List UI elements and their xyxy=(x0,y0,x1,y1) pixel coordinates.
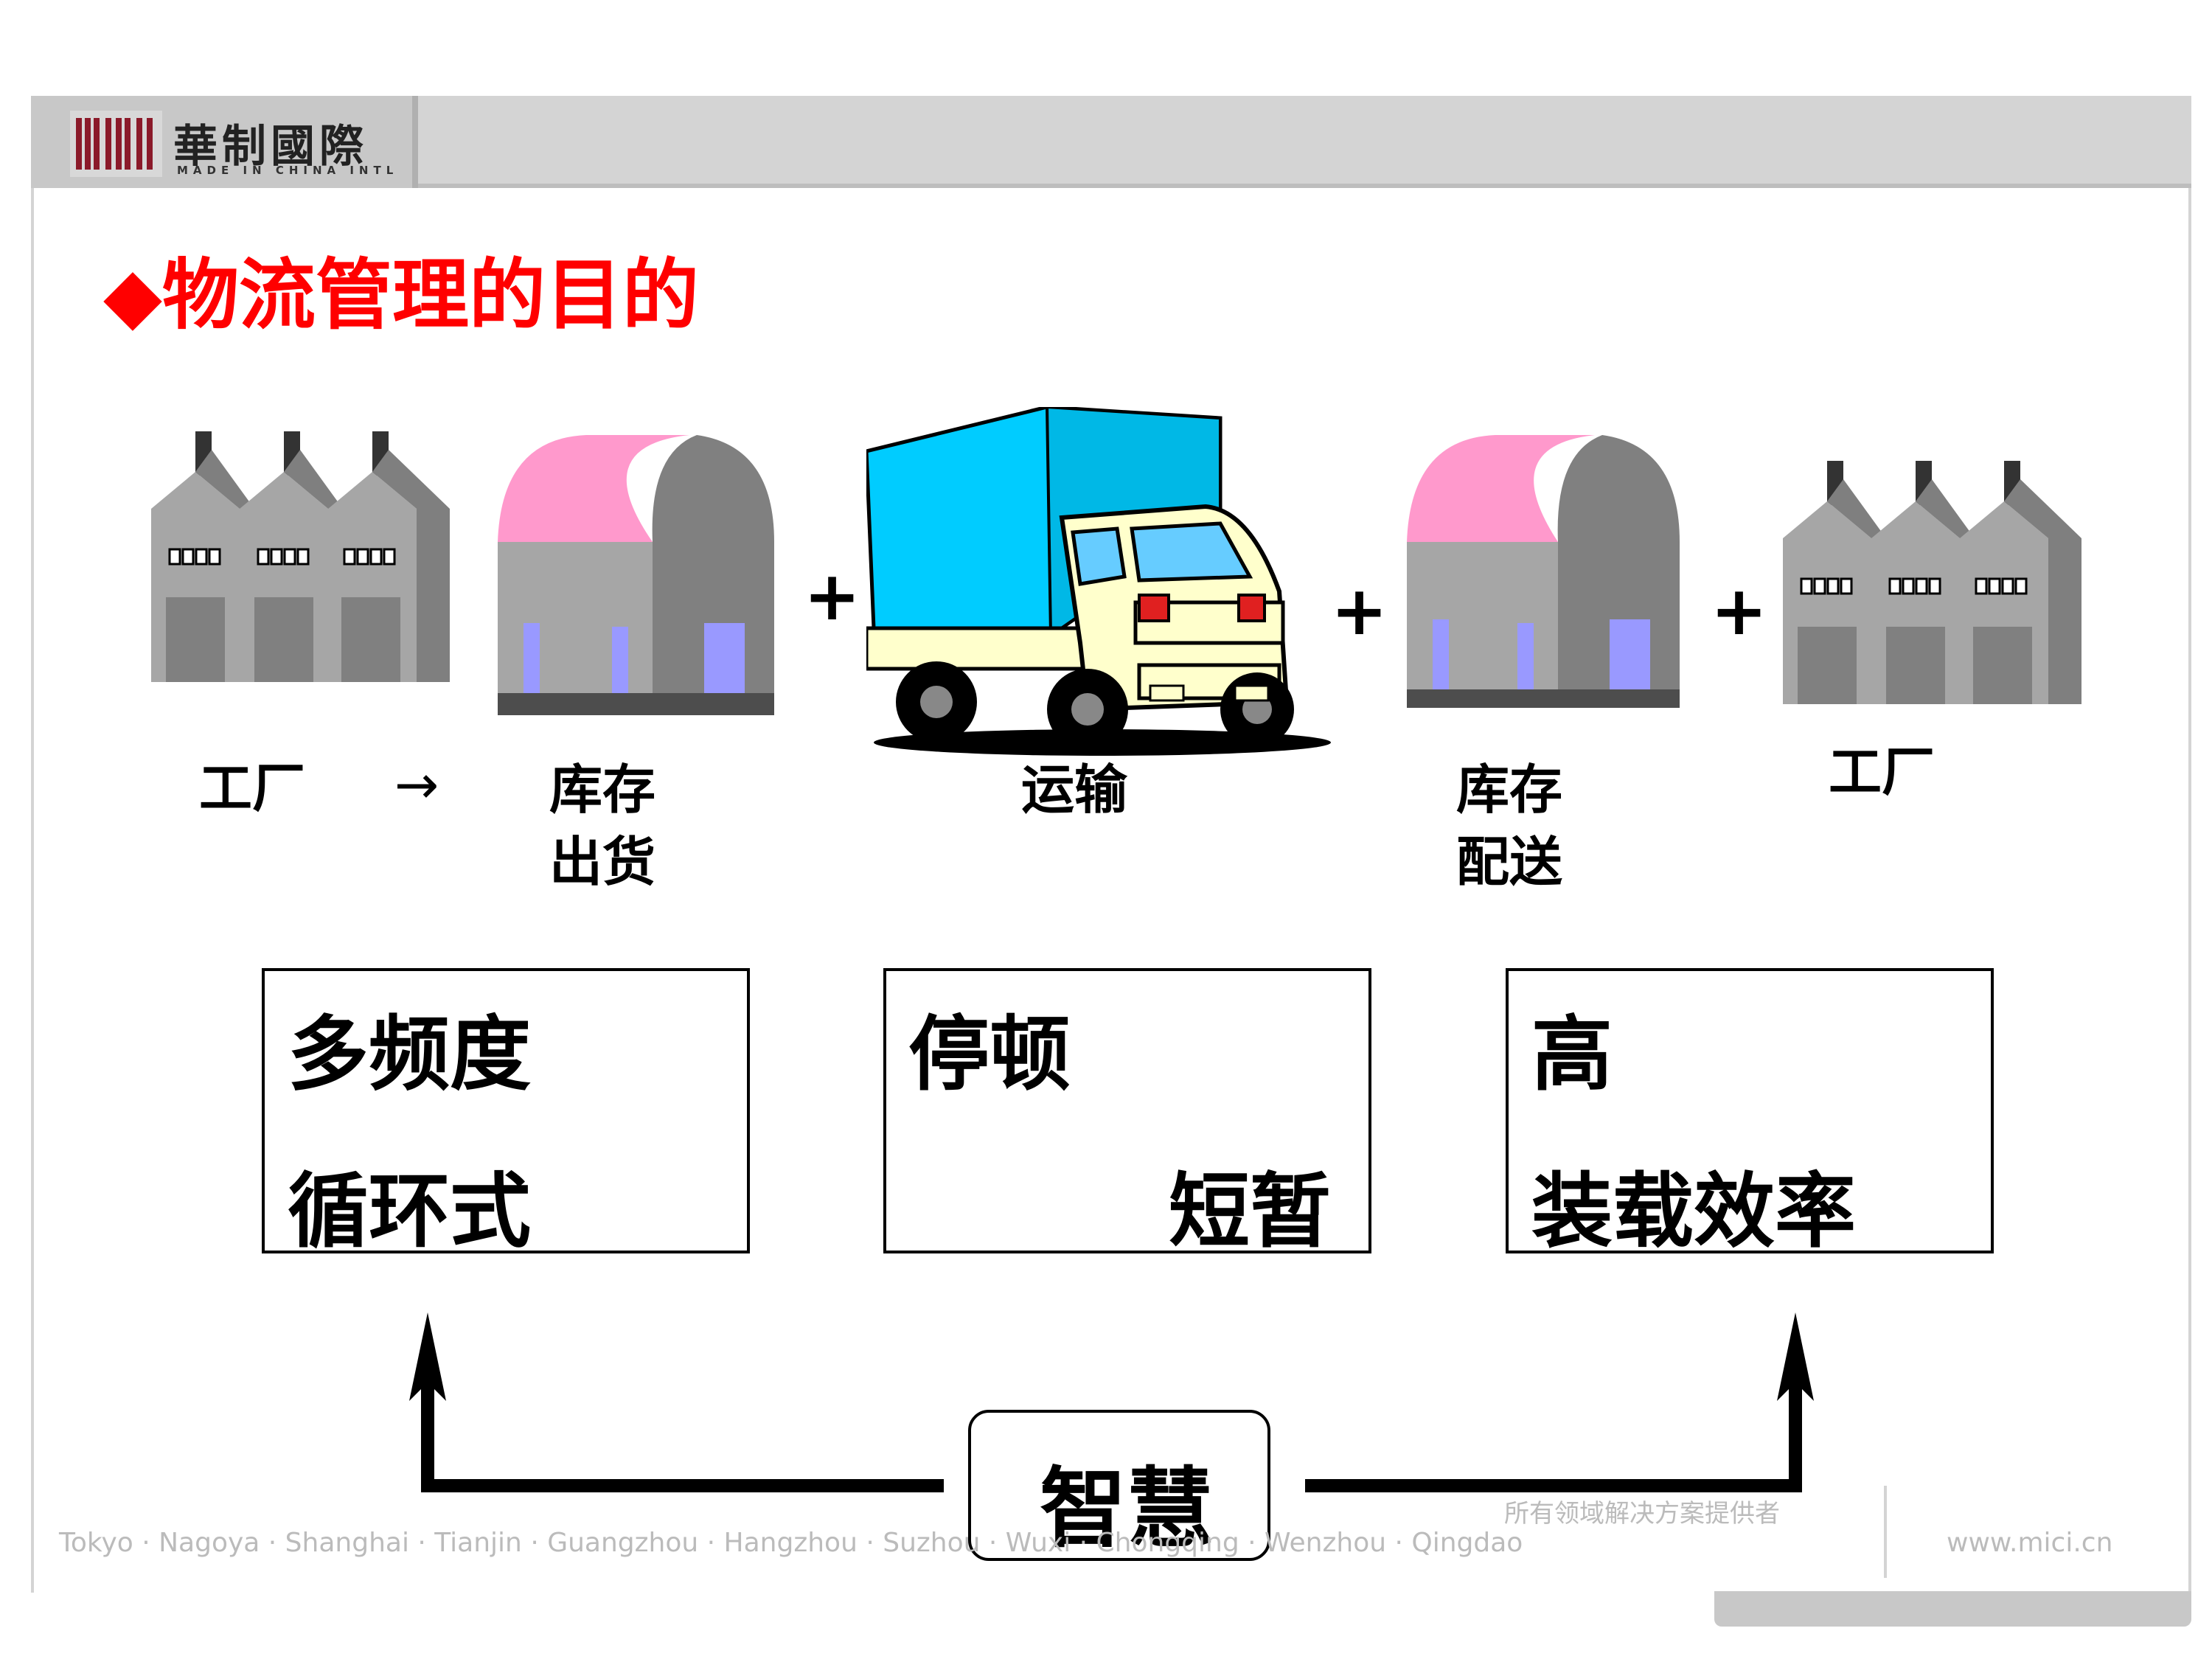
warehouse-right-icon xyxy=(1407,435,1680,708)
label-arrow: → xyxy=(394,754,439,815)
logo-subtitle: MADE IN CHINA INTL xyxy=(177,164,399,177)
footer-url: www.mici.cn xyxy=(1947,1528,2113,1558)
logo-name: 華制國際 xyxy=(173,121,368,173)
wisdom-box xyxy=(968,1410,1270,1561)
goal-box-frequency xyxy=(262,968,750,1253)
label-warehouse-out: 库存 出货 xyxy=(549,754,655,898)
logo-mark-icon xyxy=(70,111,162,177)
arrow-left-up-icon xyxy=(409,1312,944,1492)
goal-box-load xyxy=(1506,968,1994,1253)
goal-box-stop-line1: 停顿 xyxy=(908,1007,1071,1102)
plus-sign-2: + xyxy=(1331,571,1388,650)
goal-box-stop-line2: 短暂 xyxy=(1169,1164,1331,1259)
label-warehouse-in-line1: 库存 xyxy=(1456,759,1563,821)
footer-tagline: 所有领域解决方案提供者 xyxy=(1504,1499,1780,1528)
label-factory-left: 工厂 xyxy=(199,757,306,819)
truck-icon xyxy=(866,407,1331,756)
footer-divider xyxy=(1884,1486,1887,1578)
label-transport: 运输 xyxy=(1021,759,1128,821)
arrow-right-up-icon xyxy=(1305,1312,1814,1492)
goal-box-frequency-line2: 循环式 xyxy=(288,1164,531,1259)
page-title: ◆物流管理的目的 xyxy=(103,250,699,340)
warehouse-left-icon xyxy=(498,435,774,715)
label-factory-right: 工厂 xyxy=(1829,741,1935,803)
factory-left-icon xyxy=(151,431,450,682)
wisdom-label: 智慧 xyxy=(1040,1458,1214,1559)
label-warehouse-in-line2: 配送 xyxy=(1456,831,1563,893)
plus-sign-3: + xyxy=(1711,571,1768,650)
goal-box-stop xyxy=(883,968,1371,1253)
label-warehouse-in: 库存 配送 xyxy=(1456,754,1562,898)
factory-right-icon xyxy=(1783,461,2081,704)
plus-sign-1: + xyxy=(804,557,861,636)
goal-box-frequency-line1: 多频度 xyxy=(288,1007,531,1102)
slide-frame xyxy=(31,96,2191,1593)
bottom-tab xyxy=(1714,1591,2191,1627)
goal-box-load-line2: 装载效率 xyxy=(1531,1164,1856,1259)
footer-cities: Tokyo · Nagoya · Shanghai · Tianjin · Gu… xyxy=(59,1528,1523,1558)
label-warehouse-out-line1: 库存 xyxy=(549,759,656,821)
goal-box-load-line1: 高 xyxy=(1531,1007,1613,1102)
label-warehouse-out-line2: 出货 xyxy=(549,831,656,893)
